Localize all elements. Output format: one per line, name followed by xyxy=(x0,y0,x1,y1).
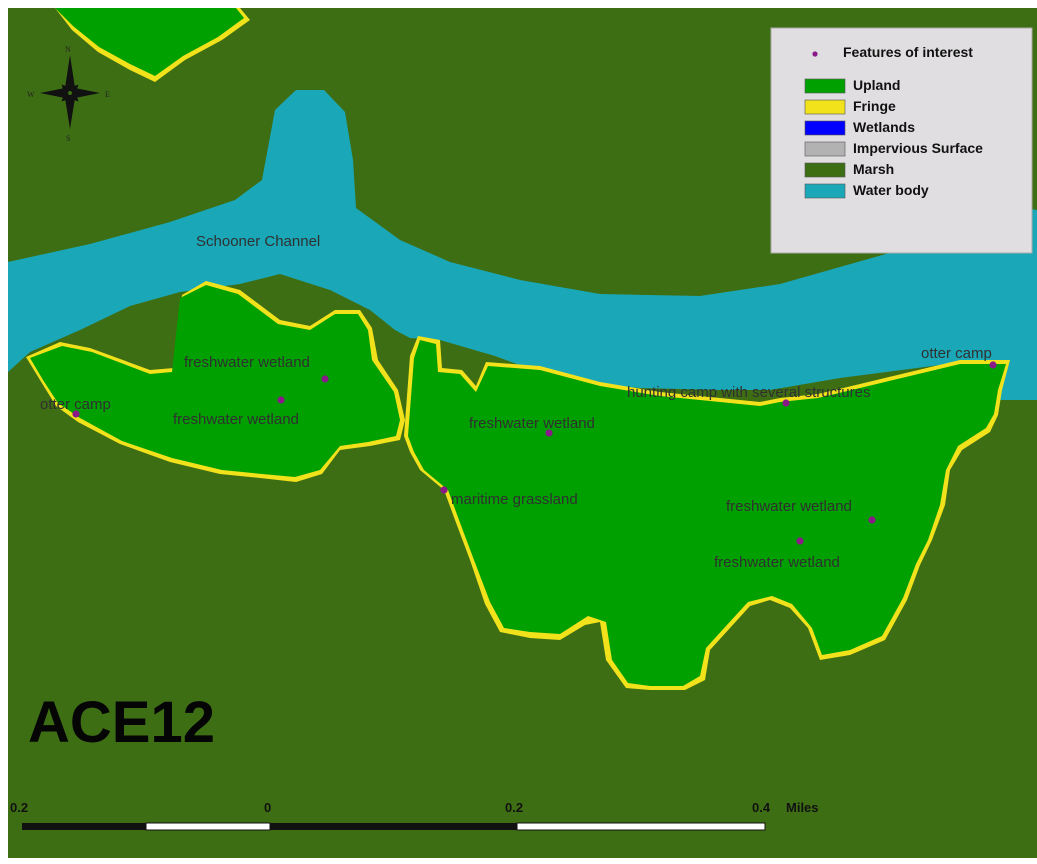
scale-tick-label: 0.2 xyxy=(505,800,523,815)
compass-s: S xyxy=(66,134,70,143)
feature-point xyxy=(868,516,876,524)
legend-label-upland: Upland xyxy=(853,77,900,93)
legend-swatch-water xyxy=(804,183,846,199)
feature-label: otter camp xyxy=(40,396,111,413)
legend-label-marsh: Marsh xyxy=(853,161,894,177)
upland-nw xyxy=(55,8,244,76)
feature-point xyxy=(796,537,804,545)
feature-point xyxy=(782,399,790,407)
legend-label-impervious: Impervious Surface xyxy=(853,140,983,156)
feature-point xyxy=(440,486,448,494)
upland-east xyxy=(408,340,1006,686)
scale-segment xyxy=(270,823,517,830)
scale-unit-label: Miles xyxy=(786,800,819,815)
scale-segment xyxy=(22,823,146,830)
legend-point-symbol-icon xyxy=(812,51,818,57)
legend-label-wetlands: Wetlands xyxy=(853,119,915,135)
feature-label: freshwater wetland xyxy=(173,411,299,428)
compass-rose: N S E W xyxy=(27,45,110,143)
compass-e: E xyxy=(105,90,110,99)
feature-label: freshwater wetland xyxy=(726,498,852,515)
feature-label: freshwater wetland xyxy=(469,415,595,432)
legend-swatch-fringe xyxy=(804,99,846,115)
scale-segment xyxy=(516,822,766,831)
feature-point xyxy=(72,410,80,418)
legend-swatch-impervious xyxy=(804,141,846,157)
legend: Features of interest Upland Fringe Wetla… xyxy=(770,27,1033,254)
feature-label: freshwater wetland xyxy=(714,554,840,571)
feature-point xyxy=(989,361,997,369)
scale-tick-label: 0 xyxy=(264,800,271,815)
feature-point xyxy=(321,375,329,383)
legend-swatch-upland xyxy=(804,78,846,94)
scale-tick-label: 0.4 xyxy=(752,800,771,815)
legend-point-label: Features of interest xyxy=(843,44,973,60)
compass-n: N xyxy=(65,45,71,54)
feature-label: freshwater wetland xyxy=(184,354,310,371)
water-label-schooner-channel: Schooner Channel xyxy=(196,233,320,250)
feature-points xyxy=(72,361,997,545)
legend-swatch-marsh xyxy=(804,162,846,178)
feature-label: otter camp xyxy=(921,345,992,362)
feature-point xyxy=(545,429,553,437)
legend-swatch-wetlands xyxy=(804,120,846,136)
feature-point xyxy=(277,396,285,404)
scale-tick-label: 0.2 xyxy=(10,800,28,815)
water-body xyxy=(8,90,1037,400)
legend-label-fringe: Fringe xyxy=(853,98,896,114)
compass-center-icon xyxy=(68,91,72,95)
map-title: ACE12 xyxy=(28,690,215,755)
compass-w: W xyxy=(27,90,35,99)
legend-label-water: Water body xyxy=(853,182,929,198)
scale-segment xyxy=(145,822,271,831)
feature-label: maritime grassland xyxy=(451,491,578,508)
upland-west xyxy=(30,285,400,477)
feature-label: hunting camp with several structures xyxy=(627,384,870,401)
legend-box xyxy=(770,27,1033,254)
scale-bar: 0.2 0 0.2 0.4 Miles xyxy=(10,800,819,831)
